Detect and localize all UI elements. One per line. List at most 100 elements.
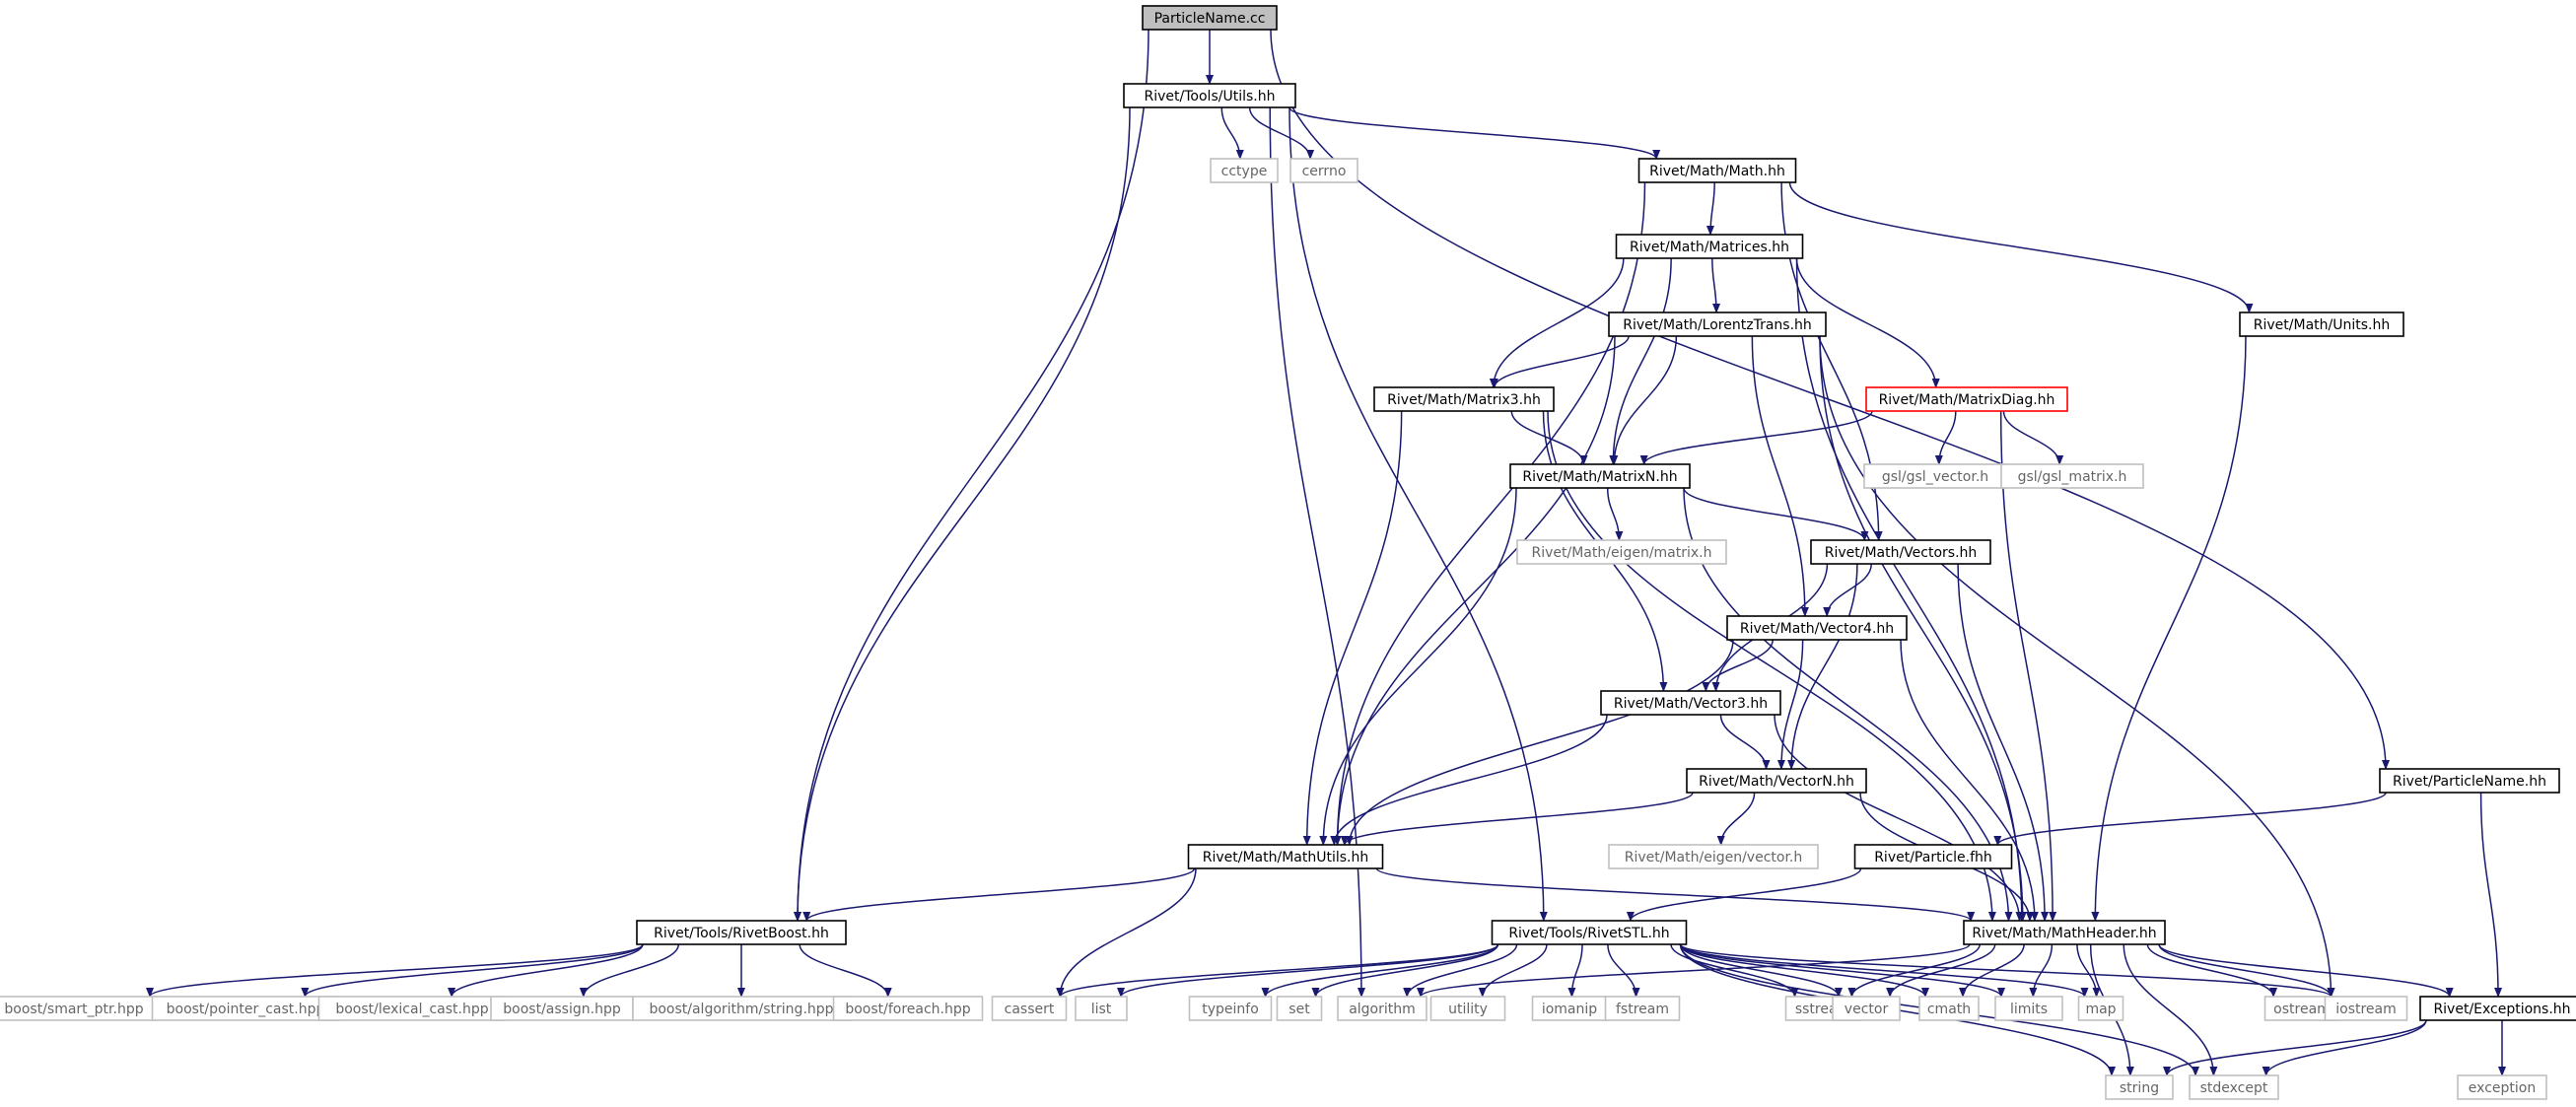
- node-box: [2077, 996, 2124, 1021]
- edge-arrow: [448, 943, 644, 998]
- node-label: cerrno: [1302, 164, 1347, 179]
- node-rivet-math-eigen-matrix-h: Rivet/Math/eigen/matrix.h: [1516, 539, 1727, 565]
- node-boost-assign-hpp: boost/assign.hpp: [490, 996, 634, 1021]
- node-label: Rivet/Math/MathUtils.hh: [1203, 850, 1369, 865]
- edge-arrow: [1900, 639, 2039, 922]
- edge-math_lorentztrans-to-math_vector4: [1751, 335, 1809, 617]
- node-label: Rivet/Math/LorentzTrans.hh: [1623, 317, 1812, 333]
- edge-tools_rivetstl-to-vector: [1679, 943, 1843, 998]
- node-rivet-math-mathheader-hh[interactable]: Rivet/Math/MathHeader.hh: [1963, 920, 2166, 945]
- node-cassert: cassert: [991, 996, 1068, 1021]
- edge-arrow: [1934, 410, 1957, 465]
- edge-arrow: [1610, 335, 1678, 465]
- edge-math_mathheader-to-algorithm: [1417, 943, 1971, 998]
- edge-math_matrixdiag-to-gsl_matrix: [2002, 410, 2064, 465]
- node-rivet-math-math-hh[interactable]: Rivet/Math/Math.hh: [1637, 158, 1797, 183]
- edge-arrow: [2163, 1019, 2427, 1076]
- edge-arrow: [1375, 867, 1975, 922]
- edge-arrow: [1795, 257, 1940, 388]
- node-box: [1686, 768, 1867, 794]
- edge-math_mathheader-to-map: [2076, 943, 2101, 998]
- node-box: [1608, 844, 1819, 869]
- node-label: Rivet/Math/Vector4.hh: [1740, 621, 1894, 637]
- node-rivet-math-matrixdiag-hh[interactable]: Rivet/Math/MatrixDiag.hh: [1865, 386, 2068, 412]
- edge-arrow: [794, 29, 1149, 922]
- edge-math_lorentztrans-to-math_mathutils: [1333, 335, 1616, 846]
- edge-tools_utils-to-cerrno: [1248, 106, 1315, 160]
- edge-tools_rivetboost-to-boost_foreach: [799, 943, 892, 998]
- node-label: Rivet/Particle.fhh: [1874, 850, 1992, 865]
- edge-arrow: [1679, 943, 2089, 998]
- node-boost-smart-ptr-hpp: boost/smart_ptr.hpp: [0, 996, 157, 1021]
- edge-arrow: [1679, 943, 2005, 998]
- node-box: [490, 996, 634, 1021]
- node-label: Rivet/Math/Vector3.hh: [1614, 696, 1768, 712]
- edge-math_vectors-to-math_vector4: [1823, 563, 1872, 617]
- edge-arrow: [1510, 410, 1588, 465]
- edge-exceptions-to-string: [2163, 1019, 2427, 1076]
- node-box: [0, 996, 157, 1021]
- node-box: [1865, 386, 2068, 412]
- node-label: Rivet/ParticleName.hh: [2393, 774, 2546, 790]
- node-rivet-math-vectorn-hh[interactable]: Rivet/Math/VectorN.hh: [1686, 768, 1867, 794]
- node-box: [632, 996, 851, 1021]
- edge-math_mathheader-to-stdexcept: [2123, 943, 2218, 1076]
- node-rivet-exceptions-hh[interactable]: Rivet/Exceptions.hh: [2419, 996, 2576, 1021]
- node-box: [1918, 996, 1980, 1021]
- node-rivet-tools-utils-hh[interactable]: Rivet/Tools/Utils.hh: [1123, 83, 1296, 108]
- node-box: [1373, 386, 1555, 412]
- node-particlename-cc[interactable]: ParticleName.cc: [1142, 5, 1278, 31]
- node-box: [2000, 463, 2144, 489]
- node-rivet-math-matrixn-hh[interactable]: Rivet/Math/MatrixN.hh: [1509, 463, 1691, 489]
- node-cerrno: cerrno: [1289, 158, 1358, 183]
- edge-arrow: [1679, 943, 1843, 998]
- node-rivet-tools-rivetstl-hh[interactable]: Rivet/Tools/RivetSTL.hh: [1491, 920, 1688, 945]
- node-label: cassert: [1005, 1002, 1055, 1017]
- edge-arrow: [1288, 106, 1661, 160]
- node-label: boost/assign.hpp: [503, 1002, 621, 1017]
- edge-arrow: [1340, 792, 1694, 846]
- node-label: boost/foreach.hpp: [845, 1002, 970, 1017]
- edge-arrow: [1999, 410, 2057, 922]
- edge-arrow: [2158, 943, 2454, 998]
- node-box: [1123, 83, 1296, 108]
- edge-math_mathutils-to-math_mathheader: [1375, 867, 1975, 922]
- edge-arrow: [1567, 943, 1583, 998]
- node-rivet-math-vector3-hh[interactable]: Rivet/Math/Vector3.hh: [1600, 690, 1781, 716]
- node-box: [1810, 539, 1991, 565]
- node-rivet-particlename-hh[interactable]: Rivet/ParticleName.hh: [2379, 768, 2560, 794]
- node-box: [2457, 1074, 2547, 1100]
- node-label: string: [2120, 1080, 2159, 1096]
- node-rivet-math-mathutils-hh[interactable]: Rivet/Math/MathUtils.hh: [1187, 844, 1384, 869]
- edge-math_vector4-to-math_vectorn: [1776, 639, 1804, 770]
- node-rivet-particle-fhh[interactable]: Rivet/Particle.fhh: [1853, 844, 2013, 869]
- node-box: [1429, 996, 1506, 1021]
- node-rivet-math-units-hh[interactable]: Rivet/Math/Units.hh: [2239, 311, 2404, 337]
- node-cmath: cmath: [1918, 996, 1980, 1021]
- node-rivet-math-vectors-hh[interactable]: Rivet/Math/Vectors.hh: [1810, 539, 1991, 565]
- node-label: limits: [2010, 1002, 2048, 1017]
- edge-math_matrix3-to-math_matrixn: [1510, 410, 1588, 465]
- node-box: [2239, 311, 2404, 337]
- node-rivet-math-matrix3-hh[interactable]: Rivet/Math/Matrix3.hh: [1373, 386, 1555, 412]
- edge-tools_utils-to-math_math: [1288, 106, 1661, 160]
- node-box: [1187, 844, 1384, 869]
- node-label: boost/pointer_cast.hpp: [167, 1002, 325, 1017]
- node-rivet-math-matrices-hh[interactable]: Rivet/Math/Matrices.hh: [1615, 234, 1804, 259]
- node-box: [636, 920, 847, 945]
- node-vector: vector: [1832, 996, 1901, 1021]
- edge-arrow: [2146, 943, 2278, 998]
- edge-arrow: [1403, 943, 1518, 998]
- node-rivet-math-lorentztrans-hh[interactable]: Rivet/Math/LorentzTrans.hh: [1608, 311, 1827, 337]
- edge-math_mathheader-to-vector: [1886, 943, 1996, 998]
- edge-tools_rivetstl-to-sstream: [1670, 943, 1799, 998]
- edge-tools_utils-to-tools_rivetstl: [1288, 106, 1548, 922]
- edge-math_vectors-to-math_mathheader: [1957, 563, 2050, 922]
- edge-arrow: [146, 943, 644, 998]
- node-rivet-math-vector4-hh[interactable]: Rivet/Math/Vector4.hh: [1726, 615, 1908, 641]
- edge-math_matrixn-to-math_vectors: [1683, 487, 1869, 541]
- node-label: cmath: [1927, 1002, 1971, 1017]
- node-label: gsl/gsl_matrix.h: [2018, 469, 2127, 485]
- node-rivet-tools-rivetboost-hh[interactable]: Rivet/Tools/RivetBoost.hh: [636, 920, 847, 945]
- edge-math_vector3-to-math_mathutils: [1330, 714, 1608, 846]
